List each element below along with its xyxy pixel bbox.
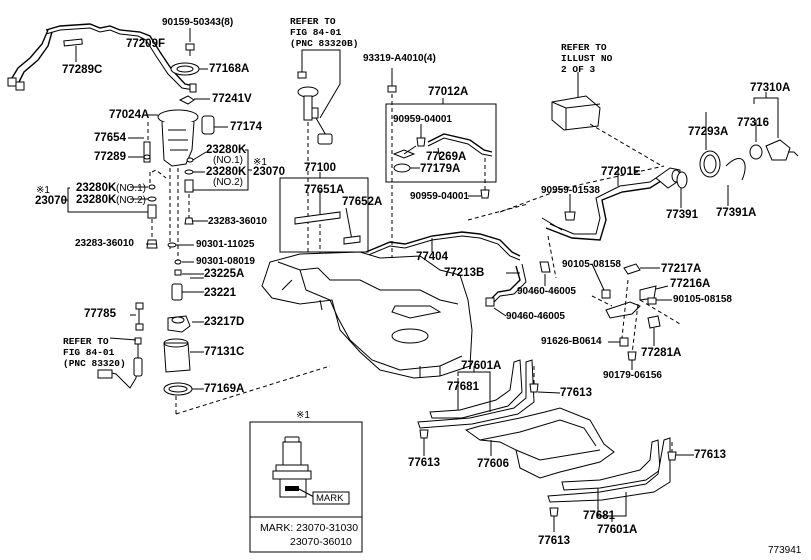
part-label-77201e[interactable]: 77201E [601,166,641,178]
part-sublabel-no1-right: (NO.1) [213,155,243,166]
clip-77241v-drawing [178,95,210,105]
brackets-right-drawing [539,261,681,370]
part-label-77131c[interactable]: 77131C [204,346,245,358]
part-label-77217a[interactable]: 77217A [661,263,702,275]
part-label-77391a[interactable]: 77391A [716,207,757,219]
part-label-23280k-no1-right[interactable]: 23280K [206,144,247,156]
part-label-77652a[interactable]: 77652A [342,196,383,208]
note-refer-fig-84-01-pnc-83320: REFER TO FIG 84-01 (PNC 83320) [63,336,126,369]
note-refer-illust-2-of-3: REFER TO ILLUST NO 2 OF 3 [561,42,613,75]
part-label-90959-01538[interactable]: 90959-01538 [541,185,600,196]
tank-straps-drawing [417,359,561,456]
part-label-77606[interactable]: 77606 [477,458,509,470]
part-label-77174[interactable]: 77174 [230,121,262,133]
part-label-77651a[interactable]: 77651A [304,184,345,196]
part-sublabel-no1-left: (NO.1) [116,183,146,194]
part-label-23221[interactable]: 23221 [204,287,236,299]
protector-77606-drawing [464,407,615,479]
inset-mark-box [249,421,363,553]
tube-77209f-drawing [7,23,197,93]
part-label-90159-50343[interactable]: 90159-50343(8) [162,17,234,28]
part-label-77654[interactable]: 77654 [94,132,126,144]
part-label-77681-top[interactable]: 77681 [447,381,479,393]
part-label-77169a[interactable]: 77169A [204,383,245,395]
part-label-90959-04001-bottom[interactable]: 90959-04001 [410,191,469,202]
part-label-77209f[interactable]: 77209F [126,38,166,50]
inset-ref-mark: ※1 [296,410,310,421]
box-77012a [385,98,497,199]
part-label-77613-d[interactable]: 77613 [538,535,570,547]
fuel-tank-drawing [261,251,473,379]
part-label-77179a[interactable]: 77179A [420,163,461,175]
sender-gauge-left-drawing [97,302,144,389]
part-label-77012a[interactable]: 77012A [428,86,469,98]
part-label-77681-bottom[interactable]: 77681 [583,510,615,522]
part-label-77024a[interactable]: 77024A [109,109,150,121]
part-label-77241v[interactable]: 77241V [212,93,252,105]
inset-mark-line-1: MARK: 23070-31030 [260,522,359,534]
harness-clip-77289c-drawing [63,38,83,62]
part-label-77213b[interactable]: 77213B [444,267,485,279]
dashed-connector [175,365,331,415]
part-label-91626-b0614[interactable]: 91626-B0614 [541,336,602,347]
part-label-23283-36010-left[interactable]: 23283-36010 [75,238,134,249]
part-label-90105-08158-top[interactable]: 90105-08158 [562,259,621,270]
part-label-90105-08158-bottom[interactable]: 90105-08158 [673,294,732,305]
inset-mark-line-2: 23070-36010 [290,536,352,548]
part-sublabel-no2-right: (NO.2) [213,177,243,188]
filler-pipe-drawing [499,165,681,279]
part-label-77613-a[interactable]: 77613 [560,387,592,399]
hose-77213b-drawing [485,263,527,317]
bolt-90159-drawing [185,28,195,56]
part-label-77785[interactable]: 77785 [84,308,116,320]
part-label-77289[interactable]: 77289 [94,151,126,163]
part-label-90301-08019[interactable]: 90301-08019 [196,256,255,267]
part-label-77168a[interactable]: 77168A [209,63,250,75]
part-label-23283-36010-right[interactable]: 23283-36010 [208,216,267,227]
part-label-77281a[interactable]: 77281A [641,347,682,359]
part-label-93319-a4010[interactable]: 93319-A4010(4) [363,53,436,64]
filler-cap-parts-drawing [676,92,799,208]
part-label-90460-46005-bottom[interactable]: 90460-46005 [506,311,565,322]
fuel-pump-assembly-drawing [128,109,228,262]
part-label-90959-04001-top[interactable]: 90959-04001 [393,114,452,125]
part-label-77216a[interactable]: 77216A [670,278,711,290]
part-label-23070-right[interactable]: 23070 [253,166,285,178]
tank-straps-lower-drawing [547,437,694,532]
part-label-23280k-no2-left[interactable]: 23280K [76,194,117,206]
part-label-77404[interactable]: 77404 [416,251,448,263]
part-label-77100[interactable]: 77100 [304,162,336,174]
part-sublabel-no2-left: (NO.2) [116,195,146,206]
part-label-77316[interactable]: 77316 [737,117,769,129]
part-label-77613-c[interactable]: 77613 [694,449,726,461]
canister-drawing [551,72,663,167]
part-label-77391[interactable]: 77391 [666,209,698,221]
part-label-23280k-no2-right[interactable]: 23280K [206,166,247,178]
ref-mark-left: ※1 [36,185,50,196]
part-label-23225a[interactable]: 23225A [204,268,245,280]
part-label-77269a[interactable]: 77269A [426,151,467,163]
part-label-90301-11025[interactable]: 90301-11025 [196,239,255,250]
part-label-23217d[interactable]: 23217D [204,316,245,328]
part-label-23070-left[interactable]: 23070 [35,195,67,207]
part-label-77293a[interactable]: 77293A [688,126,729,138]
part-label-77601a-bottom[interactable]: 77601A [597,524,638,536]
sender-gauge-center-drawing [297,49,341,256]
part-label-77289c[interactable]: 77289C [62,64,103,76]
part-label-23280k-no1-left[interactable]: 23280K [76,182,117,194]
inset-mark-tag: MARK [316,493,344,504]
gasket-77168a-drawing [170,62,208,76]
figure-number: 773941 [768,545,802,556]
part-label-77613-b[interactable]: 77613 [408,457,440,469]
leader-lines-left [62,149,252,390]
part-label-90179-06156[interactable]: 90179-06156 [603,370,662,381]
part-label-77601a-top[interactable]: 77601A [461,360,502,372]
part-label-77310a[interactable]: 77310A [750,82,791,94]
note-refer-fig-84-01-pnc-83320b: REFER TO FIG 84-01 (PNC 83320B) [290,16,359,49]
ref-mark-right: ※1 [253,157,267,168]
tube-77404-drawing [365,203,529,261]
part-label-90460-46005-top[interactable]: 90460-46005 [517,286,576,297]
o-rings-and-filters-drawing [146,157,194,414]
